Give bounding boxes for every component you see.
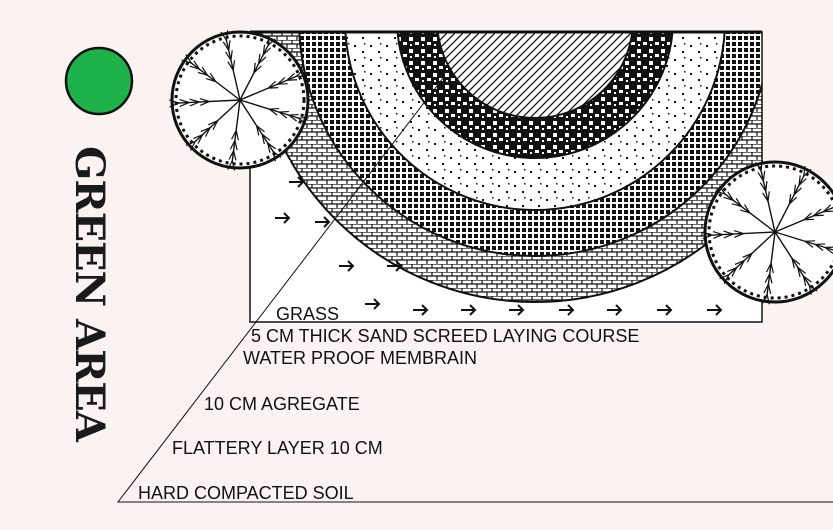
layer-label-sand-screed: 5 CM THICK SAND SCREED LAYING COURSE [251,326,640,346]
grass-arrows [275,176,723,316]
arrow-icon [339,260,355,272]
title-text: GREEN AREA [65,145,113,441]
layer-label-grass: GRASS [276,304,340,324]
section-leader-line [116,77,833,503]
arrow-icon [707,304,723,316]
layer-label-membrane: WATER PROOF MEMBRAIN [243,348,477,368]
arrow-icon [461,304,477,316]
tree-icon [169,30,310,171]
vertical-title: GREEN AREA [60,145,118,441]
legend-dot [64,46,134,116]
arrow-icon [509,304,525,316]
layer-label-soil: HARD COMPACTED SOIL [138,483,354,503]
lawn-area [250,160,762,322]
arrow-icon [275,212,291,224]
arrow-icon [387,260,403,272]
tree-icon [702,160,833,305]
arrow-icon [289,176,305,188]
arrow-icon [657,304,673,316]
layer-label-flattery: FLATTERY LAYER 10 CM [172,438,383,458]
paving-rings [252,32,762,303]
arrow-icon [607,304,623,316]
arrow-icon [365,298,381,310]
arrow-icon [315,216,331,228]
layer-label-aggregate: 10 CM AGREGATE [204,394,360,414]
arrow-icon [413,304,429,316]
arrow-icon [559,304,575,316]
